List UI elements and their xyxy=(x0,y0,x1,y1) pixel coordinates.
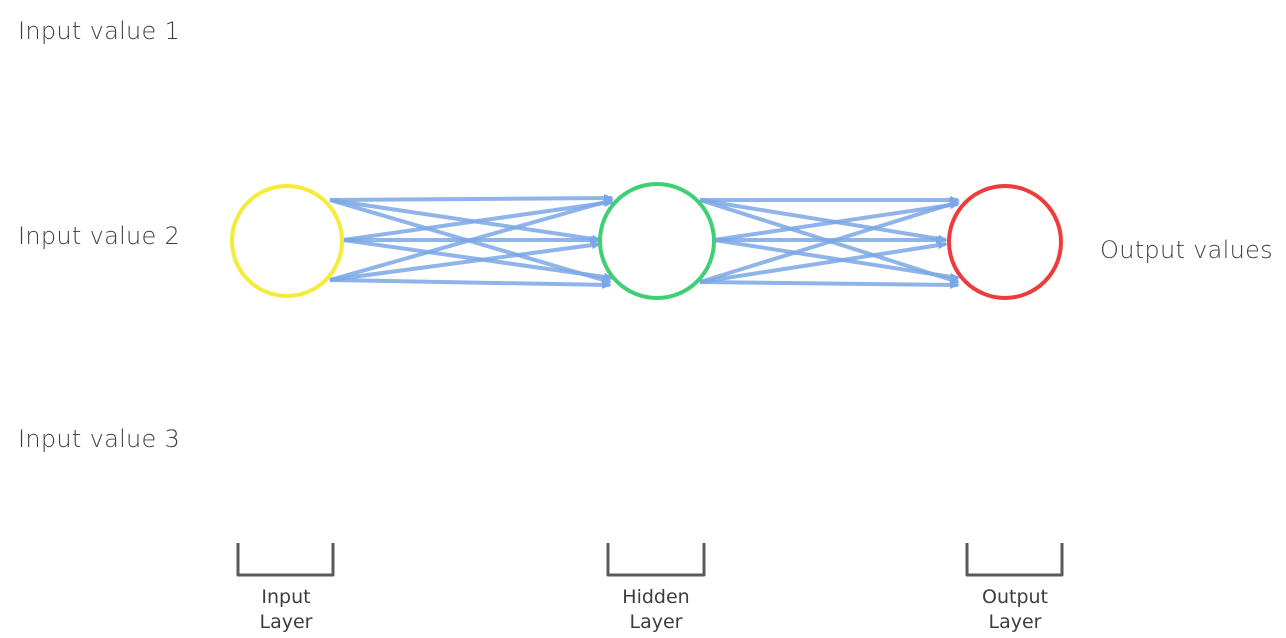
input-layer-caption-line2: Layer xyxy=(259,611,313,633)
input-layer-node xyxy=(230,184,344,298)
connection-arrow xyxy=(713,201,960,242)
input-value-1-label: Input value 1 xyxy=(18,17,181,45)
connection-arrow xyxy=(342,199,614,242)
hidden-to-output-connections xyxy=(699,196,960,289)
output-layer-caption-line1: Output xyxy=(982,586,1048,608)
hidden-layer-node xyxy=(598,182,716,300)
output-values-label: Output values xyxy=(1100,236,1273,264)
connection-arrow xyxy=(329,241,602,282)
connection-arrow xyxy=(699,198,948,243)
input-value-3-label: Input value 3 xyxy=(18,425,181,453)
connection-arrow xyxy=(329,198,614,282)
connection-arrow xyxy=(329,198,602,243)
output-layer-caption-line2: Layer xyxy=(988,611,1042,633)
input-layer-bracket xyxy=(236,543,335,577)
connection-arrow xyxy=(699,280,960,289)
hidden-layer-caption-line2: Layer xyxy=(629,611,683,633)
connection-arrow xyxy=(699,241,948,284)
input-layer-caption-line1: Input xyxy=(261,586,311,608)
hidden-layer-caption: Hidden Layer xyxy=(586,585,726,635)
output-layer-caption: Output Layer xyxy=(945,585,1085,635)
input-layer-caption: Input Layer xyxy=(216,585,356,635)
input-to-hidden-connections xyxy=(329,194,614,289)
input-value-2-label: Input value 2 xyxy=(18,222,181,250)
connection-arrow xyxy=(329,194,614,203)
output-layer-bracket xyxy=(965,543,1064,577)
output-layer-node xyxy=(947,184,1063,300)
hidden-layer-bracket xyxy=(606,543,706,577)
connection-arrow xyxy=(329,278,612,289)
connection-arrow xyxy=(699,200,960,284)
hidden-layer-caption-line1: Hidden xyxy=(622,586,690,608)
